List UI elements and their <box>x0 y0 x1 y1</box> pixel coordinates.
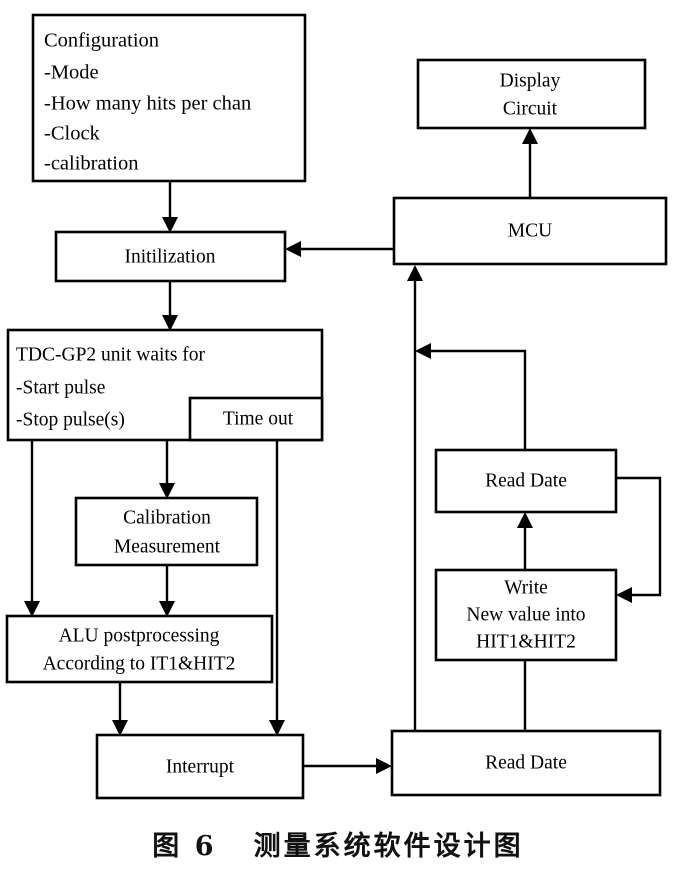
alu-postprocessing-box[interactable]: ALU postprocessing According to IT1&HIT2 <box>5 614 274 684</box>
edge-calibration-to-alu <box>159 565 175 617</box>
tdc-wait-line-1: TDC-GP2 unit waits for <box>16 344 206 365</box>
display-circuit-box[interactable]: Display Circuit <box>416 58 647 130</box>
edge-read-date-bottom-to-read-date-top <box>415 343 527 731</box>
edge-timeout-to-interrupt <box>269 440 285 736</box>
interrupt-box[interactable]: Interrupt <box>95 733 305 800</box>
edge-tdc-wait-to-calibration <box>159 440 175 499</box>
edge-write-hit-to-read-date-top <box>517 512 533 570</box>
alu-line-1: ALU postprocessing <box>59 625 220 646</box>
read-date-upper-box[interactable]: Read Date <box>434 448 618 514</box>
write-line-1: Write <box>504 577 548 598</box>
configuration-line-1: Configuration <box>44 30 159 52</box>
initilization-label: Initilization <box>125 246 216 267</box>
display-circuit-line-2: Circuit <box>503 98 558 119</box>
edge-tdc-wait-to-alu <box>24 440 40 617</box>
edge-read-date-top-to-write-hit <box>616 476 662 603</box>
interrupt-label: Interrupt <box>166 756 235 777</box>
write-line-3: HIT1&HIT2 <box>476 631 576 652</box>
configuration-line-4: -Clock <box>44 123 101 145</box>
display-circuit-line-1: Display <box>500 70 561 91</box>
write-new-value-box[interactable]: Write New value into HIT1&HIT2 <box>434 568 618 662</box>
read-date-lower-label: Read Date <box>485 752 567 773</box>
edge-read-date-bottom-to-mcu <box>407 265 423 731</box>
time-out-box[interactable]: Time out <box>188 396 324 442</box>
connector-layer <box>24 128 662 774</box>
configuration-box[interactable]: Configuration -Mode -How many hits per c… <box>31 13 307 183</box>
edge-configuration-to-initilization <box>162 181 178 233</box>
configuration-line-3: -How many hits per chan <box>44 93 251 115</box>
mcu-label: MCU <box>508 220 552 241</box>
write-line-2: New value into <box>466 604 585 625</box>
edge-interrupt-to-read-date-bottom <box>303 758 392 774</box>
figure-caption: 图 6 测量系统软件设计图 <box>152 831 524 862</box>
configuration-line-2: -Mode <box>44 62 99 84</box>
calibration-line-2: Measurement <box>114 536 221 557</box>
mcu-box[interactable]: MCU <box>392 196 668 266</box>
tdc-gp2-wait-box[interactable]: TDC-GP2 unit waits for -Start pulse -Sto… <box>6 328 324 442</box>
configuration-line-5: -calibration <box>44 153 138 175</box>
edge-mcu-to-display-circuit <box>522 128 538 198</box>
time-out-label: Time out <box>223 408 294 429</box>
edge-mcu-to-initilization <box>285 241 394 257</box>
edge-initilization-to-tdc-wait <box>162 281 178 331</box>
read-date-lower-box[interactable]: Read Date <box>390 729 662 797</box>
tdc-wait-line-3: -Stop pulse(s) <box>16 409 125 430</box>
alu-line-2: According to IT1&HIT2 <box>43 653 236 674</box>
calibration-measurement-box[interactable]: Calibration Measurement <box>74 496 259 567</box>
edge-alu-to-interrupt <box>112 682 128 736</box>
read-date-upper-label: Read Date <box>485 470 567 491</box>
tdc-wait-line-2: -Start pulse <box>16 377 105 398</box>
initilization-box[interactable]: Initilization <box>54 230 287 283</box>
calibration-line-1: Calibration <box>123 507 211 528</box>
